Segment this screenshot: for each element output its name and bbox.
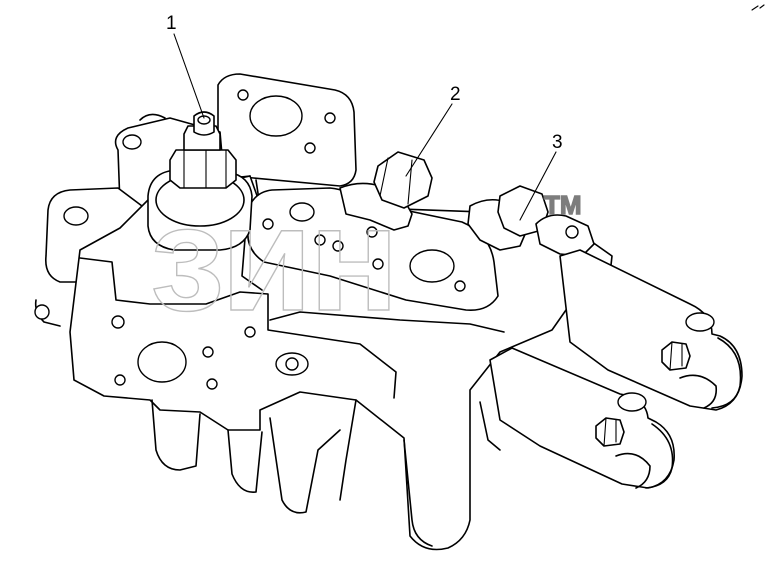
fitting-2 [339,151,433,231]
watermark-tm: TM [544,190,582,220]
callout-2: 2 [450,84,461,105]
watermark-text: зин [150,174,395,342]
corner-mark [751,4,765,11]
fitting-3 [467,185,595,257]
callout-1: 1 [166,13,177,34]
leader-line-1 [173,33,205,119]
watermark: зин TM [149,173,582,342]
leader-line-3 [519,151,557,221]
relief-valve [147,111,253,251]
callout-3: 3 [552,132,563,153]
spool-section-lower [479,347,675,489]
cover-plate [247,187,499,312]
spool-section-upper [559,249,743,411]
leader-line-2 [405,103,453,177]
